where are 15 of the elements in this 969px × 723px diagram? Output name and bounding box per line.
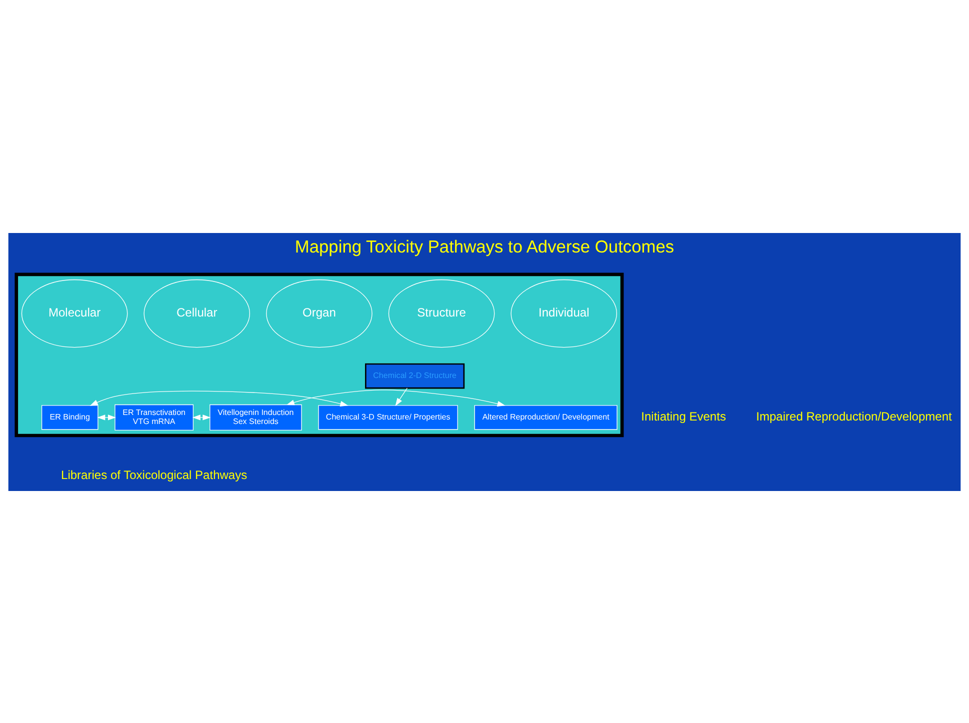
arrow — [395, 387, 408, 406]
node-ellipse: Individual — [510, 278, 618, 348]
arrow — [192, 414, 211, 420]
node-ellipse: Cellular — [144, 278, 250, 348]
label: Libraries of Toxicological Pathways — [61, 468, 248, 482]
label: Impaired Reproduction/Development — [756, 408, 952, 423]
arrow — [97, 414, 116, 420]
diagram-title: Mapping Toxicity Pathways to Adverse Outcomes — [294, 236, 674, 256]
arrow — [286, 389, 506, 406]
node-ellipse: Molecular — [21, 278, 128, 348]
label: Initiating Events — [641, 408, 726, 423]
cluster — [14, 272, 624, 437]
node-ellipse: Organ — [266, 278, 372, 348]
arrow — [90, 390, 348, 406]
node-ellipse: Structure — [388, 278, 495, 348]
